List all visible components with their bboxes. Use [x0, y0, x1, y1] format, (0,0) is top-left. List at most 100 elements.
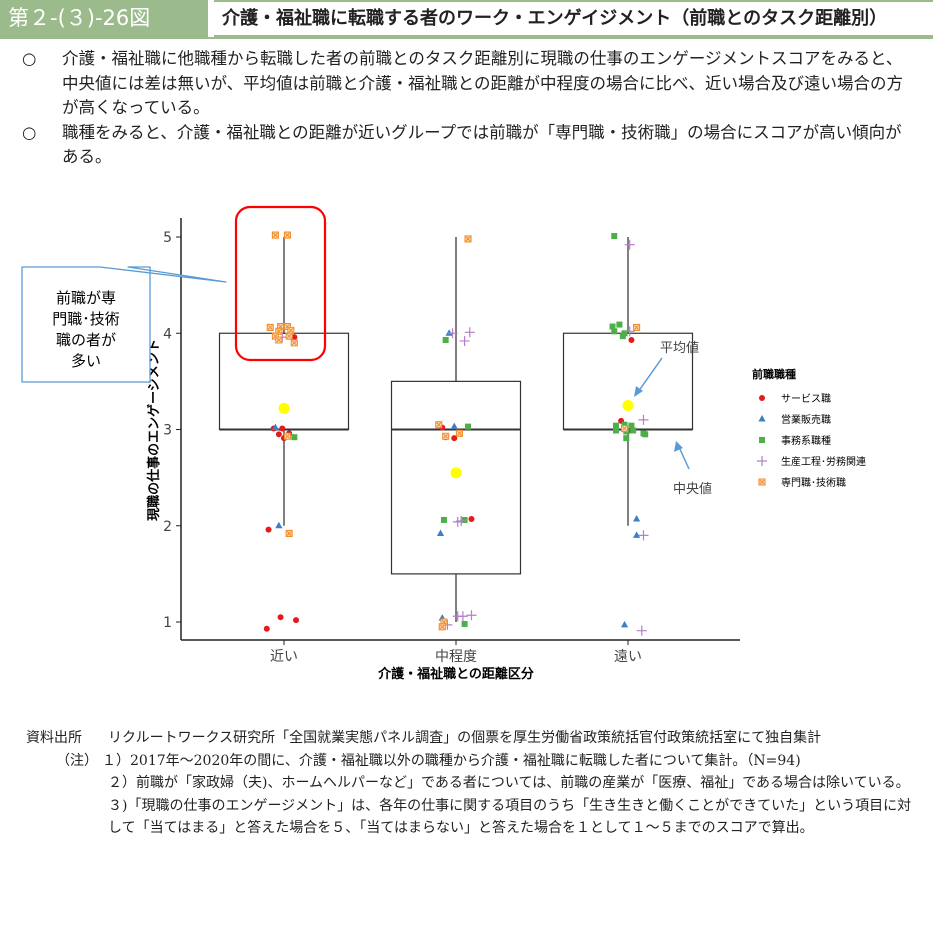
data-point-production	[624, 326, 635, 337]
data-point-production	[636, 625, 647, 636]
data-point-service	[291, 334, 298, 341]
data-point-professional	[435, 421, 443, 429]
data-point-production	[457, 611, 468, 622]
data-point-professional	[455, 429, 463, 437]
y-tick-label: 2	[163, 519, 172, 535]
data-point-professional	[633, 323, 641, 332]
mean-marker	[450, 467, 462, 479]
data-point-service	[451, 435, 458, 442]
data-point-professional	[275, 336, 283, 344]
data-point-sales	[436, 529, 445, 536]
legend-label: 営業販売職	[781, 413, 831, 426]
data-point-professional	[438, 623, 446, 631]
mean-arrowhead-icon	[634, 386, 643, 397]
bullet-text: 職種をみると、介護・福祉職との距離が近いグループでは前職が「専門職・技術職」の場…	[62, 122, 902, 167]
data-point-office	[619, 333, 626, 340]
data-point-production	[459, 335, 470, 346]
callout-line: 職の者が	[56, 331, 116, 349]
y-tick-label: 4	[163, 326, 172, 342]
callout-line: 多い	[71, 352, 101, 370]
bullet-mark: ○	[22, 49, 37, 68]
data-point-office	[611, 328, 618, 335]
callout-line: 門職･技術	[52, 310, 120, 328]
median-arrowhead-icon	[674, 441, 683, 452]
note-label: （注）	[56, 752, 98, 769]
data-point-professional	[285, 529, 293, 537]
data-point-professional	[442, 432, 450, 440]
data-point-professional	[266, 323, 274, 332]
data-point-professional	[285, 332, 293, 340]
data-point-service	[468, 516, 475, 523]
data-point-production	[464, 327, 475, 338]
data-point-sales	[271, 423, 279, 431]
data-point-office	[609, 323, 616, 330]
source-text: リクルートワークス研究所「全国就業実態パネル調査」の個票を厚生労働省政策統括官付…	[108, 730, 822, 746]
legend-label: 生産工程･労務関連	[781, 455, 866, 468]
bullet-item: ○ 介護・福祉職に他職種から転職した者の前職とのタスク距離別に現職の仕事のエンゲー…	[22, 47, 917, 121]
y-tick-label: 3	[163, 423, 172, 439]
legend-label: 専門職･技術職	[781, 476, 846, 489]
x-tick-label: 近い	[270, 649, 298, 665]
data-point-office	[623, 435, 630, 442]
median-annotation: 中央値	[673, 481, 712, 497]
legend-label: 事務系職種	[781, 434, 831, 447]
mean-annotation: 平均値	[660, 340, 699, 356]
data-point-office	[461, 620, 468, 627]
source-label: 資料出所	[26, 730, 82, 746]
data-point-office	[461, 516, 468, 523]
highlight-box	[234, 205, 327, 362]
x-axis-label: 介護・福祉職との距離区分	[377, 666, 534, 682]
mean-arrow-icon	[637, 357, 663, 393]
data-point-office	[612, 422, 619, 429]
data-point-sales	[450, 422, 458, 430]
service-legend-icon	[759, 395, 765, 401]
data-point-production	[638, 530, 649, 541]
y-tick-label: 5	[163, 230, 172, 246]
data-point-professional	[283, 432, 291, 440]
callout-shape	[21, 266, 227, 383]
x-tick-label: 中程度	[435, 649, 477, 665]
data-point-production	[624, 239, 635, 250]
notes: 資料出所 リクルートワークス研究所「全国就業実態パネル調査」の個票を厚生労働省政策…	[26, 727, 916, 840]
figure-title: 介護・福祉職に転職する者のワーク・エンゲイジメント（前職とのタスク距離別）	[214, 0, 933, 37]
callout: 前職が専 門職･技術 職の者が 多い	[21, 266, 227, 383]
data-point-service	[275, 431, 282, 438]
data-point-service	[628, 336, 635, 343]
sales-legend-icon	[758, 415, 766, 422]
iqr-box	[218, 332, 350, 431]
data-point-production	[452, 516, 463, 527]
data-point-office	[616, 321, 623, 328]
data-point-office	[611, 233, 618, 240]
data-point-service	[293, 617, 300, 624]
data-point-office	[628, 422, 635, 429]
data-point-sales	[633, 515, 641, 522]
data-point-office	[442, 336, 449, 343]
data-point-professional	[621, 424, 629, 433]
data-point-office	[642, 431, 649, 438]
note-item: １）2017年～2020年の間に、介護・福祉職以外の職種から介護・福祉職に転職し…	[102, 752, 801, 769]
figure-number: 第２-(３)-26図	[0, 0, 208, 37]
data-point-sales	[633, 531, 641, 538]
header-divider	[0, 37, 933, 39]
note-item: ２）前職が「家政婦（夫)、ホームヘルパーなど」である者については、前職の産業が「…	[108, 775, 910, 791]
legend-title: 前職職種	[752, 367, 796, 381]
professional-legend-icon	[758, 478, 766, 486]
data-point-office	[630, 427, 637, 434]
data-point-office	[612, 427, 619, 434]
data-point-production	[466, 610, 477, 621]
production-legend-icon	[757, 456, 767, 466]
data-point-office	[291, 434, 298, 441]
iqr-box	[390, 380, 522, 575]
data-point-office	[621, 421, 628, 428]
data-point-production	[638, 414, 649, 425]
y-tick-label: 1	[163, 615, 172, 631]
data-point-production	[447, 328, 458, 339]
office-legend-icon	[759, 437, 765, 443]
data-point-professional	[464, 235, 472, 243]
data-point-service	[265, 526, 272, 533]
bullet-text: 介護・福祉職に他職種から転職した者の前職とのタスク距離別に現職の仕事のエンゲージ…	[62, 49, 904, 117]
data-point-professional	[287, 326, 295, 334]
data-point-professional	[271, 231, 279, 239]
median-arrow-icon	[678, 446, 690, 470]
